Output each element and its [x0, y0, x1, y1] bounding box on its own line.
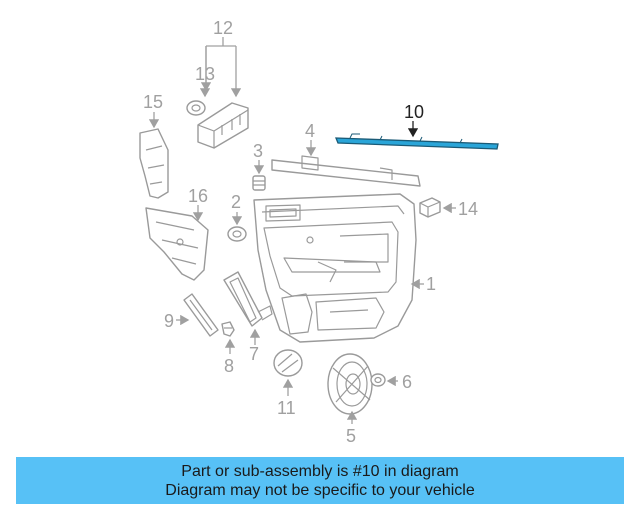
- callout-5: 5: [346, 426, 356, 446]
- callout-3: 3: [253, 141, 263, 161]
- part-15-insulator: [139, 128, 169, 199]
- part-6-grommet: [370, 373, 386, 387]
- info-banner: Part or sub-assembly is #10 in diagram D…: [16, 457, 624, 504]
- banner-line-1: Part or sub-assembly is #10 in diagram: [181, 462, 459, 480]
- part-14-clip: [419, 197, 441, 218]
- part-11-grille: [273, 349, 303, 377]
- leader-12: [205, 37, 236, 96]
- part-2-grommet: [227, 226, 247, 242]
- parts-diagram: 12 13 15 10 4 3 16 2 14 1 9 7 8 6 11 5: [139, 18, 499, 446]
- callout-12: 12: [213, 18, 233, 38]
- callout-14: 14: [458, 199, 478, 219]
- callout-8: 8: [224, 356, 234, 376]
- callout-16: 16: [188, 186, 208, 206]
- part-4-trim-strip: [271, 155, 421, 187]
- part-8-clip: [221, 321, 235, 337]
- callout-10: 10: [404, 102, 424, 122]
- part-5-speaker: [327, 353, 373, 415]
- callout-11: 11: [277, 398, 296, 418]
- part-10-belt-molding: [335, 133, 499, 150]
- callout-13: 13: [195, 64, 215, 84]
- callout-2: 2: [231, 192, 241, 212]
- callout-7: 7: [249, 344, 259, 364]
- part-1-door-trim-panel: [253, 193, 417, 343]
- part-13-grommet: [186, 100, 206, 116]
- callout-9: 9: [164, 311, 174, 331]
- callout-15: 15: [143, 92, 163, 112]
- part-16-insulator: [145, 207, 209, 281]
- part-7-handle-bezel: [223, 271, 273, 327]
- banner-line-2: Diagram may not be specific to your vehi…: [165, 481, 475, 499]
- part-3-pin: [252, 175, 266, 191]
- callout-4: 4: [305, 121, 315, 141]
- part-9-strip: [183, 293, 219, 337]
- callout-1: 1: [426, 274, 436, 294]
- callout-6: 6: [402, 372, 412, 392]
- part-12-clip: [197, 102, 249, 149]
